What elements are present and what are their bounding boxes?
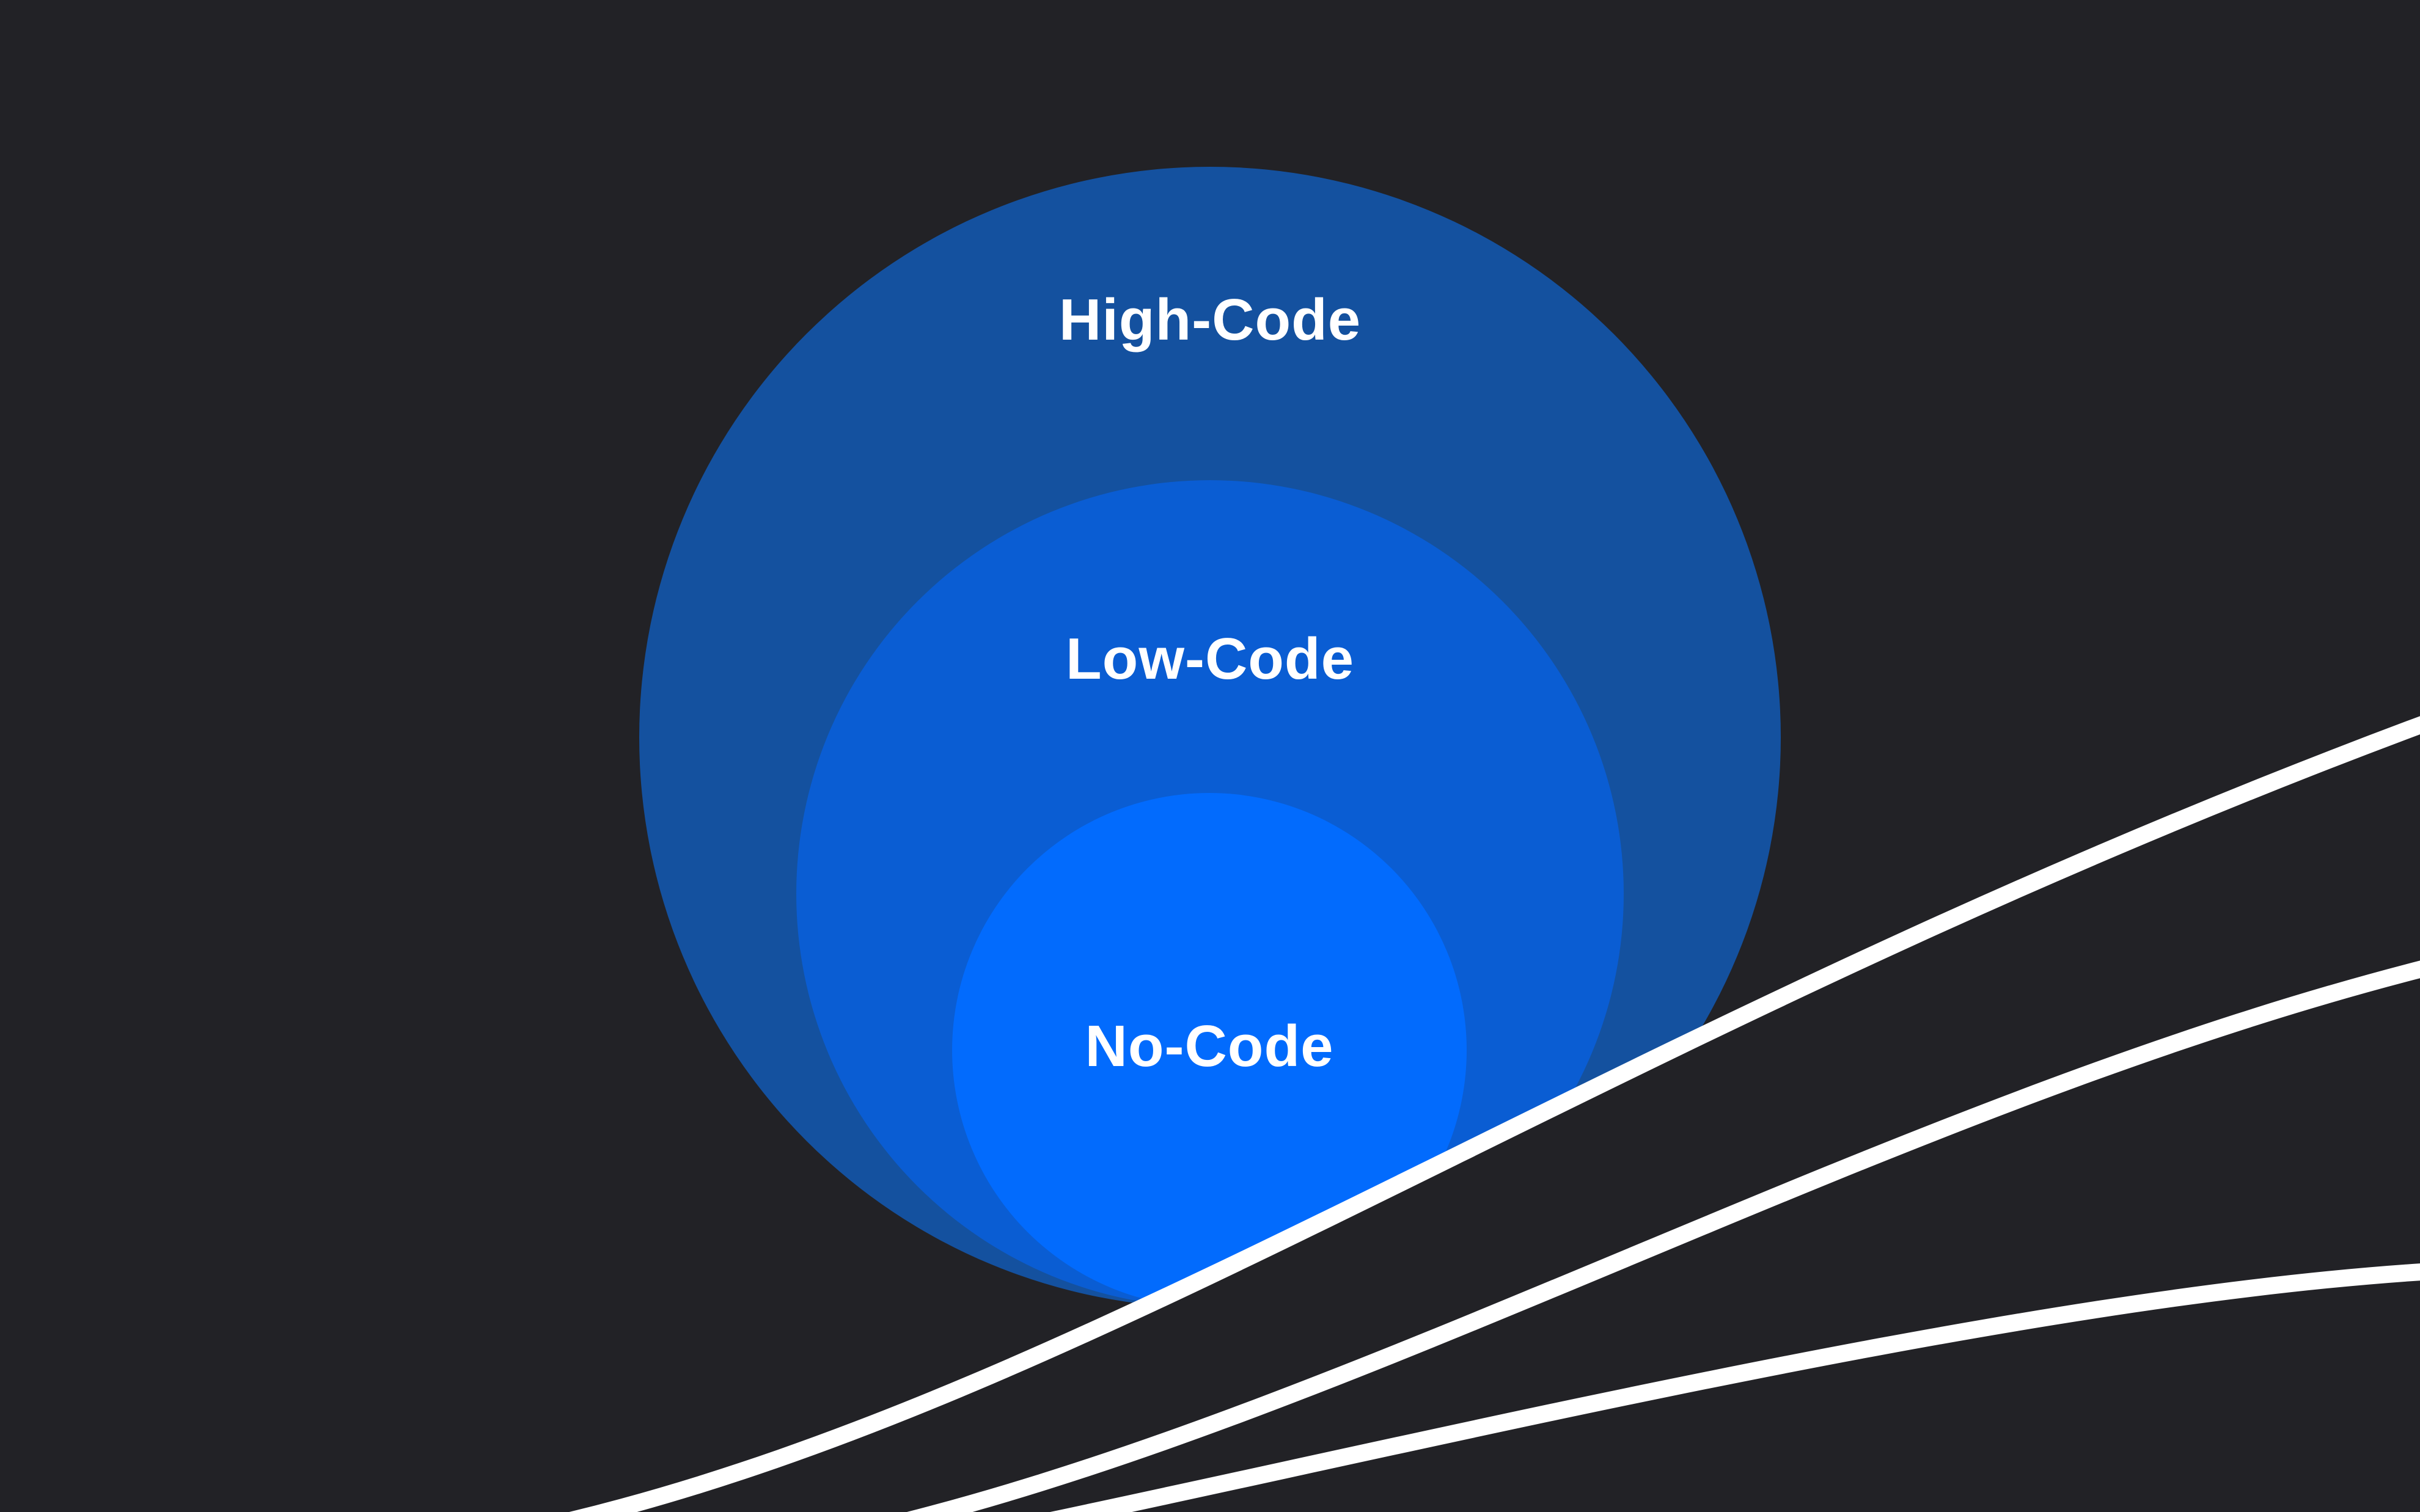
decorative-curve-line-1 [569, 716, 2420, 1512]
label-low-code: Low-Code [1066, 626, 1354, 692]
decorative-curve-line-3 [1050, 1263, 2420, 1512]
label-high-code: High-Code [1059, 287, 1361, 352]
ring-no-code [952, 793, 1467, 1307]
foreground-mask [604, 725, 2420, 1512]
label-no-code: No-Code [1085, 1013, 1334, 1079]
decorative-curve-line-2 [906, 960, 2420, 1512]
